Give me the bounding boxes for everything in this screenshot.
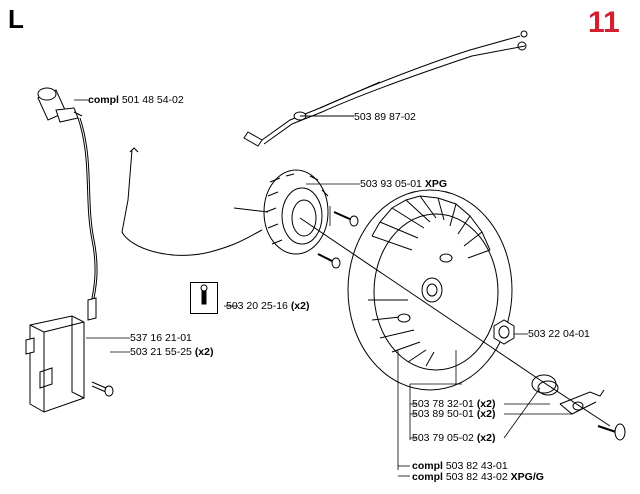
flywheel-nut-drawing	[493, 319, 515, 345]
spring-drawing	[531, 374, 559, 396]
label-suffix: (x2)	[476, 432, 496, 444]
pawl-drawing	[559, 389, 605, 415]
leader-lines	[74, 99, 572, 477]
part-number: 503 82 43-01	[445, 460, 508, 472]
stator-coil-drawing	[263, 169, 329, 255]
flywheel-drawing	[347, 189, 513, 391]
label-prefix: compl	[412, 471, 443, 483]
part-number: 537 16 21-01	[130, 332, 192, 344]
part-number: 503 22 04-01	[528, 328, 590, 340]
label-flywheel-nut: 503 22 04-01	[528, 328, 590, 340]
part-number: 503 89 87-02	[354, 111, 416, 123]
part-number: 503 79 05-02	[412, 432, 474, 444]
tool-symbol-box	[190, 282, 218, 314]
label-tool: 503 20 25-16 (x2)	[226, 300, 310, 312]
label-prefix: compl	[412, 460, 443, 472]
label-pawl: 503 89 50-01 (x2)	[412, 408, 496, 420]
label-ignition-module: 537 16 21-01	[130, 332, 192, 344]
label-pawl-screw: 503 78 32-01 (x2)	[412, 398, 496, 410]
pawl-screw-drawing	[597, 423, 626, 441]
part-number: 503 93 05-01	[360, 178, 422, 190]
page-number-text: 11	[588, 6, 620, 39]
label-suffix: (x2)	[290, 300, 310, 312]
part-number: 503 20 25-16	[226, 300, 288, 312]
ground-wire	[121, 149, 263, 256]
part-number: 501 48 54-02	[121, 94, 184, 106]
label-module-screw: 503 21 55-25 (x2)	[130, 346, 214, 358]
part-number: 503 89 50-01	[412, 408, 474, 420]
label-flywheel-compl-2: compl 503 82 43-02 XPG/G	[412, 471, 544, 483]
label-suffix: XPG	[424, 178, 447, 190]
label-prefix: compl	[88, 94, 119, 106]
label-suffix: (x2)	[476, 398, 496, 410]
label-suffix: (x2)	[476, 408, 496, 420]
section-letter: L	[8, 4, 24, 34]
wrench-icon	[200, 284, 208, 305]
part-number: 503 21 55-25	[130, 346, 192, 358]
label-suffix: (x2)	[194, 346, 214, 358]
page-number: 11	[588, 6, 620, 40]
stator-screws-drawing	[317, 211, 359, 269]
label-flywheel-compl-1: compl 503 82 43-01	[412, 460, 508, 472]
label-spring: 503 79 05-02 (x2)	[412, 432, 496, 444]
ht-lead	[77, 117, 96, 309]
label-stator-coil: 503 93 05-01 XPG	[360, 178, 447, 190]
part-number: 503 78 32-01	[412, 398, 474, 410]
spark-plug-cap-drawing	[37, 87, 83, 123]
label-suffix: XPG/G	[510, 471, 544, 483]
ignition-module-drawing	[25, 297, 97, 413]
part-number: 503 82 43-02	[445, 471, 508, 483]
wire-harness-drawing	[243, 30, 528, 147]
module-screw-drawing	[91, 381, 114, 397]
label-spark-plug-cap: compl 501 48 54-02	[88, 94, 184, 106]
label-wire-harness: 503 89 87-02	[354, 111, 416, 123]
